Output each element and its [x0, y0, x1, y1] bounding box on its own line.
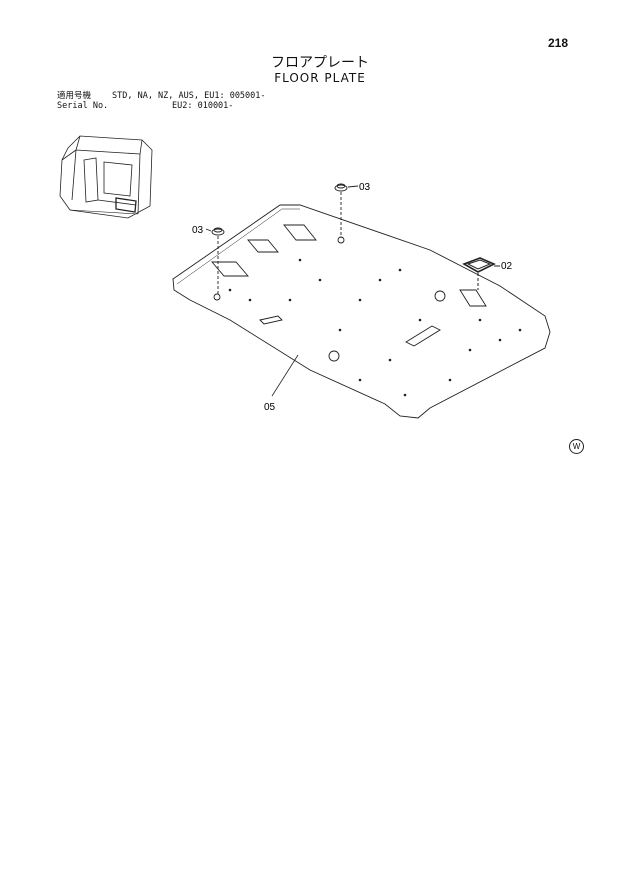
callout-cover: 02 — [501, 261, 513, 272]
cab-thumbnail — [59, 135, 153, 219]
serial-label-japanese: 適用号機 — [57, 91, 92, 101]
grommet-top — [334, 183, 359, 238]
corner-mark: W — [569, 439, 584, 454]
cover-plate — [462, 257, 500, 290]
floor-plate — [172, 204, 551, 419]
page-title-japanese: フロアプレート — [271, 55, 369, 71]
serial-label: Serial No. — [57, 101, 109, 111]
callout-plate: 05 — [264, 402, 276, 413]
page-number: 218 — [548, 36, 569, 50]
serial-range-1: STD, NA, NZ, AUS, EU1: 005001- — [112, 91, 266, 101]
callout-grommet-left: 03 — [192, 225, 204, 236]
callout-grommet-top: 03 — [359, 182, 371, 193]
grommet-left — [205, 227, 225, 295]
serial-range-2: EU2: 010001- — [172, 101, 234, 111]
page-title: FLOOR PLATE — [274, 71, 366, 85]
plate-leader — [271, 354, 299, 397]
